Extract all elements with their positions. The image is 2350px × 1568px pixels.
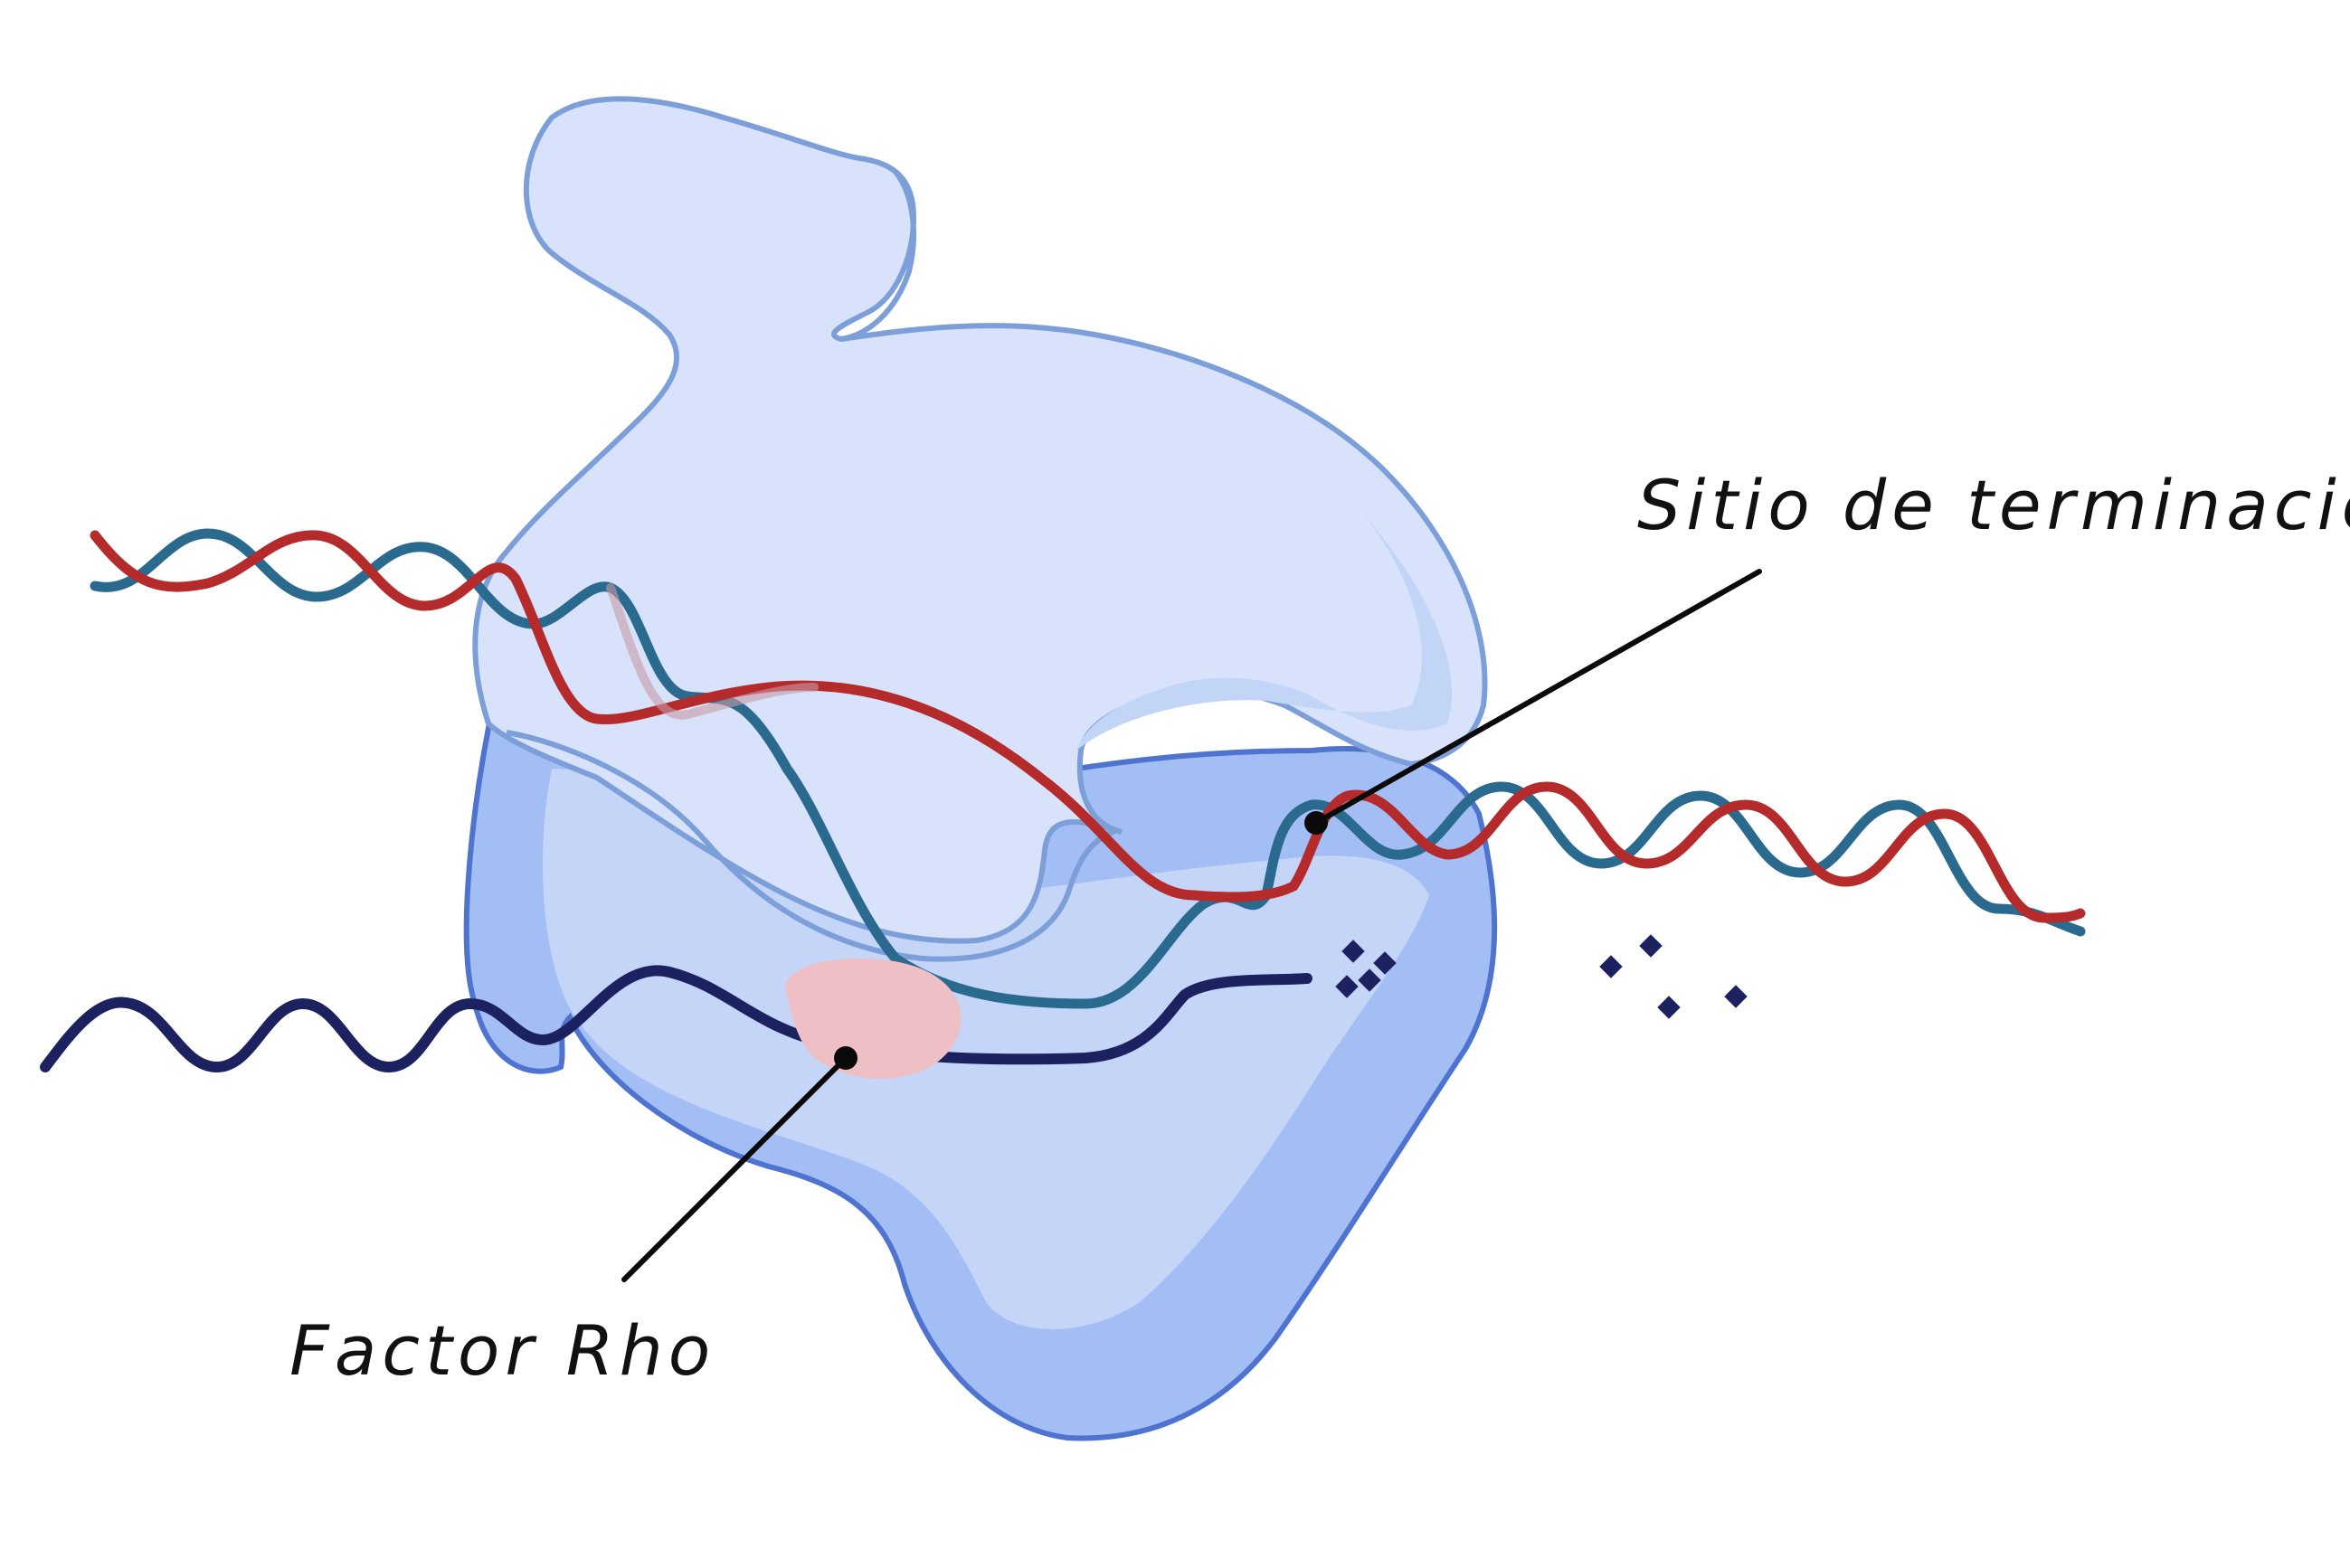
leader-lines	[621, 569, 1762, 1282]
rho-factor-label: Factor Rho	[289, 1310, 715, 1391]
rho-factor-marker	[834, 1046, 858, 1070]
rna-transcript-strand	[40, 965, 1312, 1073]
rho-factor	[785, 959, 962, 1080]
termination-site-label: Sitio de terminación	[1637, 465, 2350, 545]
rna-polymerase-upper-lobe	[472, 96, 1488, 962]
nucleotide-icon	[1657, 996, 1681, 1019]
termination-site-leader-line	[1313, 569, 1762, 826]
nucleotide-icon	[1639, 934, 1663, 958]
dna-template-strand	[90, 528, 2086, 1009]
rho-factor-leader-line	[621, 1055, 848, 1282]
rna-polymerase-upper-body	[472, 96, 1488, 944]
rna-polymerase-channel	[506, 730, 1119, 962]
rna-transcript	[40, 965, 1312, 1073]
dna-double-helix	[90, 528, 2086, 1009]
rna-polymerase-lower-inner	[543, 769, 1429, 1329]
termination-site-marker	[1304, 811, 1328, 835]
dna-coding-strand	[90, 530, 2086, 923]
rna-polymerase-upper-shade	[1076, 506, 1453, 751]
dna-inside-polymerase	[606, 583, 819, 720]
nucleotide-icon	[1724, 985, 1748, 1008]
rna-polymerase-lip	[840, 170, 916, 342]
nucleotide-icon	[1599, 955, 1623, 978]
